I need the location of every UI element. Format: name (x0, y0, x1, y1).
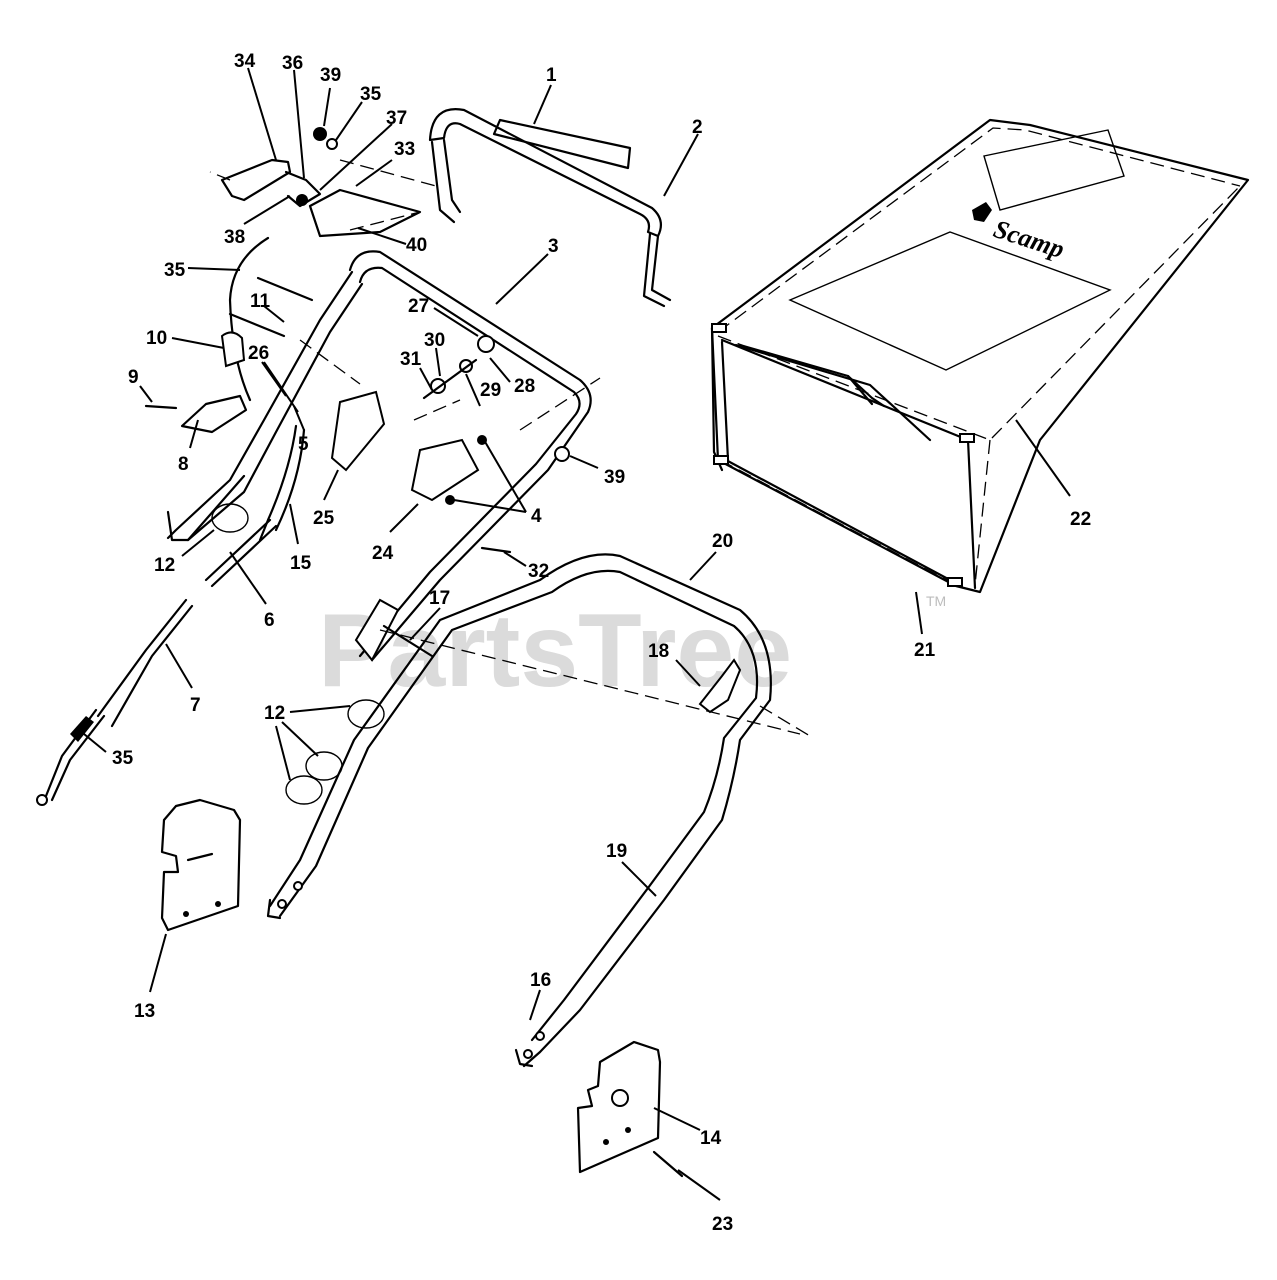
label-19: 19 (606, 841, 627, 862)
label-13: 13 (134, 1001, 155, 1022)
label-37: 37 (386, 108, 407, 129)
grass-catcher-bag: Scamp (710, 118, 1250, 594)
label-33: 33 (394, 139, 415, 160)
label-11: 11 (250, 291, 271, 312)
label-2: 2 (692, 117, 703, 138)
label-4: 4 (531, 506, 542, 527)
control-cable (36, 236, 306, 806)
label-14: 14 (700, 1128, 722, 1149)
bracket-13 (160, 798, 242, 932)
scamp-logo: Scamp (972, 202, 1068, 264)
label-27: 27 (408, 296, 429, 317)
label-17: 17 (429, 588, 450, 609)
label-23: 23 (712, 1214, 733, 1235)
label-32: 32 (528, 561, 549, 582)
label-8: 8 (178, 454, 189, 475)
label-28: 28 (514, 376, 535, 397)
label-21: 21 (914, 640, 936, 661)
label-7: 7 (190, 695, 201, 716)
label-36: 36 (282, 53, 303, 74)
bracket-14 (576, 1040, 662, 1174)
svg-text:Scamp: Scamp (990, 214, 1068, 264)
label-1: 1 (546, 65, 557, 86)
label-39a: 39 (320, 65, 341, 86)
label-6: 6 (264, 610, 275, 631)
label-35b: 35 (164, 260, 186, 281)
label-20: 20 (712, 531, 733, 552)
upper-handle-bar (428, 108, 672, 308)
label-24: 24 (372, 543, 394, 564)
hardware (144, 276, 811, 1178)
label-10: 10 (146, 328, 167, 349)
label-35c: 35 (112, 748, 134, 769)
label-40: 40 (406, 235, 427, 256)
label-5: 5 (298, 434, 309, 455)
label-22: 22 (1070, 509, 1091, 530)
watermark-trademark: TM (926, 593, 946, 609)
middle-handle (166, 250, 592, 662)
label-30: 30 (424, 330, 445, 351)
part-labels: 1 2 3 4 5 6 7 8 9 10 11 12 12 13 14 (83, 51, 1091, 1235)
control-bracket-assembly (209, 127, 437, 238)
label-18: 18 (648, 641, 669, 662)
label-35a: 35 (360, 84, 382, 105)
label-38: 38 (224, 227, 245, 248)
label-15: 15 (290, 553, 312, 574)
label-31: 31 (400, 349, 422, 370)
label-12b: 12 (264, 703, 285, 724)
label-16: 16 (530, 970, 551, 991)
label-25: 25 (313, 508, 335, 529)
label-12: 12 (154, 555, 175, 576)
lower-handle (266, 553, 772, 1068)
label-26: 26 (248, 343, 269, 364)
label-9: 9 (128, 367, 139, 388)
label-34: 34 (234, 51, 256, 72)
label-29: 29 (480, 380, 501, 401)
label-39b: 39 (604, 467, 625, 488)
label-3: 3 (548, 236, 559, 257)
